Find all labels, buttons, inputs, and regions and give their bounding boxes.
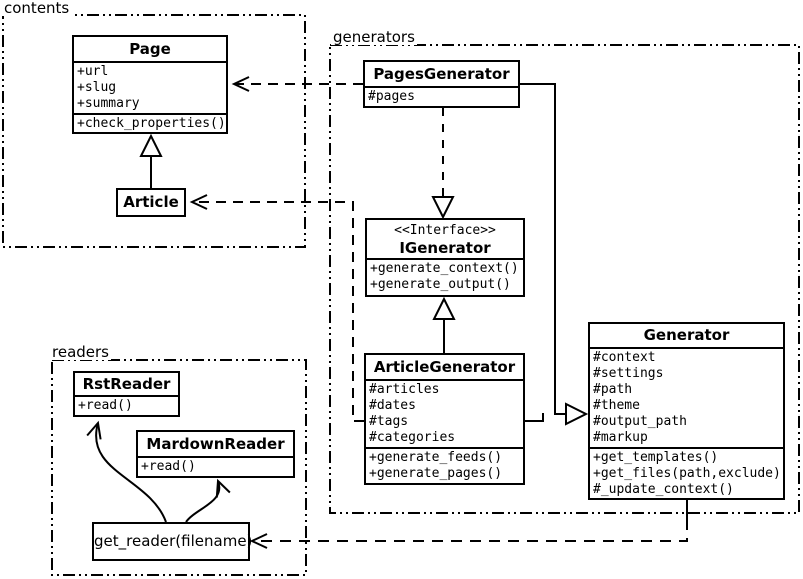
arrow-getreader-to-rstreader <box>86 420 167 523</box>
method: +check_properties() <box>77 116 226 131</box>
interface-stereotype: <<Interface>> <box>394 223 496 238</box>
class-page: Page +url+slug+summary +check_properties… <box>72 35 228 134</box>
attribute: #tags <box>369 414 409 429</box>
method: +get_templates() <box>593 450 719 465</box>
class-articlegenerator-title: ArticleGenerator <box>373 358 516 376</box>
package-readers-border <box>51 359 307 576</box>
class-article: Article <box>116 188 186 217</box>
class-pagesgenerator: PagesGenerator #pages <box>363 60 520 108</box>
attribute: #settings <box>593 366 664 381</box>
class-mardownreader-title: MardownReader <box>146 435 285 453</box>
class-generator: Generator #context#settings#path#theme#o… <box>588 322 785 500</box>
class-igenerator: <<Interface>> IGenerator +generate_conte… <box>365 218 525 297</box>
attribute: +slug <box>77 80 117 95</box>
attribute: #context <box>593 350 656 365</box>
class-generator-attributes: #context#settings#path#theme#output_path… <box>590 347 783 447</box>
class-page-methods: +check_properties() <box>74 113 226 132</box>
package-label-contents: contents <box>2 0 72 17</box>
class-articlegenerator-attributes: #articles#dates#tags#categories <box>366 379 523 447</box>
method: #_update_context() <box>593 482 734 497</box>
attribute: #path <box>593 382 633 397</box>
package-generators-border <box>329 44 800 514</box>
class-generator-title: Generator <box>643 326 730 344</box>
class-igenerator-title: <<Interface>> IGenerator <box>367 220 523 258</box>
method: +generate_context() <box>370 261 519 276</box>
method: +generate_output() <box>370 277 511 292</box>
attribute: #articles <box>369 382 440 397</box>
class-articlegenerator: ArticleGenerator #articles#dates#tags#ca… <box>364 353 525 485</box>
attribute: #dates <box>369 398 416 413</box>
attribute: #theme <box>593 398 640 413</box>
attribute: #pages <box>368 89 415 104</box>
method: +read() <box>141 459 196 474</box>
class-page-attributes: +url+slug+summary <box>74 61 226 113</box>
attribute: #output_path <box>593 414 687 429</box>
method: +generate_feeds() <box>369 450 503 465</box>
class-igenerator-name: IGenerator <box>399 239 491 257</box>
class-mardownreader: MardownReader +read() <box>136 430 295 478</box>
class-articlegenerator-methods: +generate_feeds()+generate_pages() <box>366 447 523 483</box>
node-get-reader: get_reader(filename) <box>92 522 252 561</box>
class-article-title: Article <box>123 193 179 211</box>
arrow-generator-to-getreader-dependency <box>249 519 688 549</box>
class-mardownreader-methods: +read() <box>138 456 293 476</box>
class-pagesgenerator-title: PagesGenerator <box>373 65 510 83</box>
method: +read() <box>78 398 133 413</box>
arrow-articlegenerator-to-generator-branch <box>525 413 544 422</box>
attribute: #markup <box>593 430 648 445</box>
class-igenerator-methods: +generate_context()+generate_output() <box>367 258 523 294</box>
class-rstreader-title: RstReader <box>82 375 171 393</box>
package-label-readers: readers <box>50 343 111 361</box>
attribute: #categories <box>369 430 456 445</box>
class-rstreader: RstReader +read() <box>73 371 180 417</box>
package-contents-border <box>2 14 306 248</box>
arrow-pagesgenerator-to-generator-generalization <box>520 83 589 426</box>
class-generator-methods: +get_templates()+get_files(path,exclude)… <box>590 447 783 498</box>
arrow-getreader-to-mardownreader <box>185 478 231 523</box>
attribute: +summary <box>77 96 140 111</box>
method: +generate_pages() <box>369 466 503 481</box>
method: +get_files(path,exclude) <box>593 466 781 481</box>
package-label-generators: generators <box>331 28 417 46</box>
class-page-title: Page <box>129 40 171 58</box>
attribute: +url <box>77 64 109 79</box>
arrow-articlegenerator-to-article-dependency <box>189 194 364 422</box>
class-rstreader-methods: +read() <box>75 395 178 415</box>
class-pagesgenerator-attributes: #pages <box>365 86 518 106</box>
